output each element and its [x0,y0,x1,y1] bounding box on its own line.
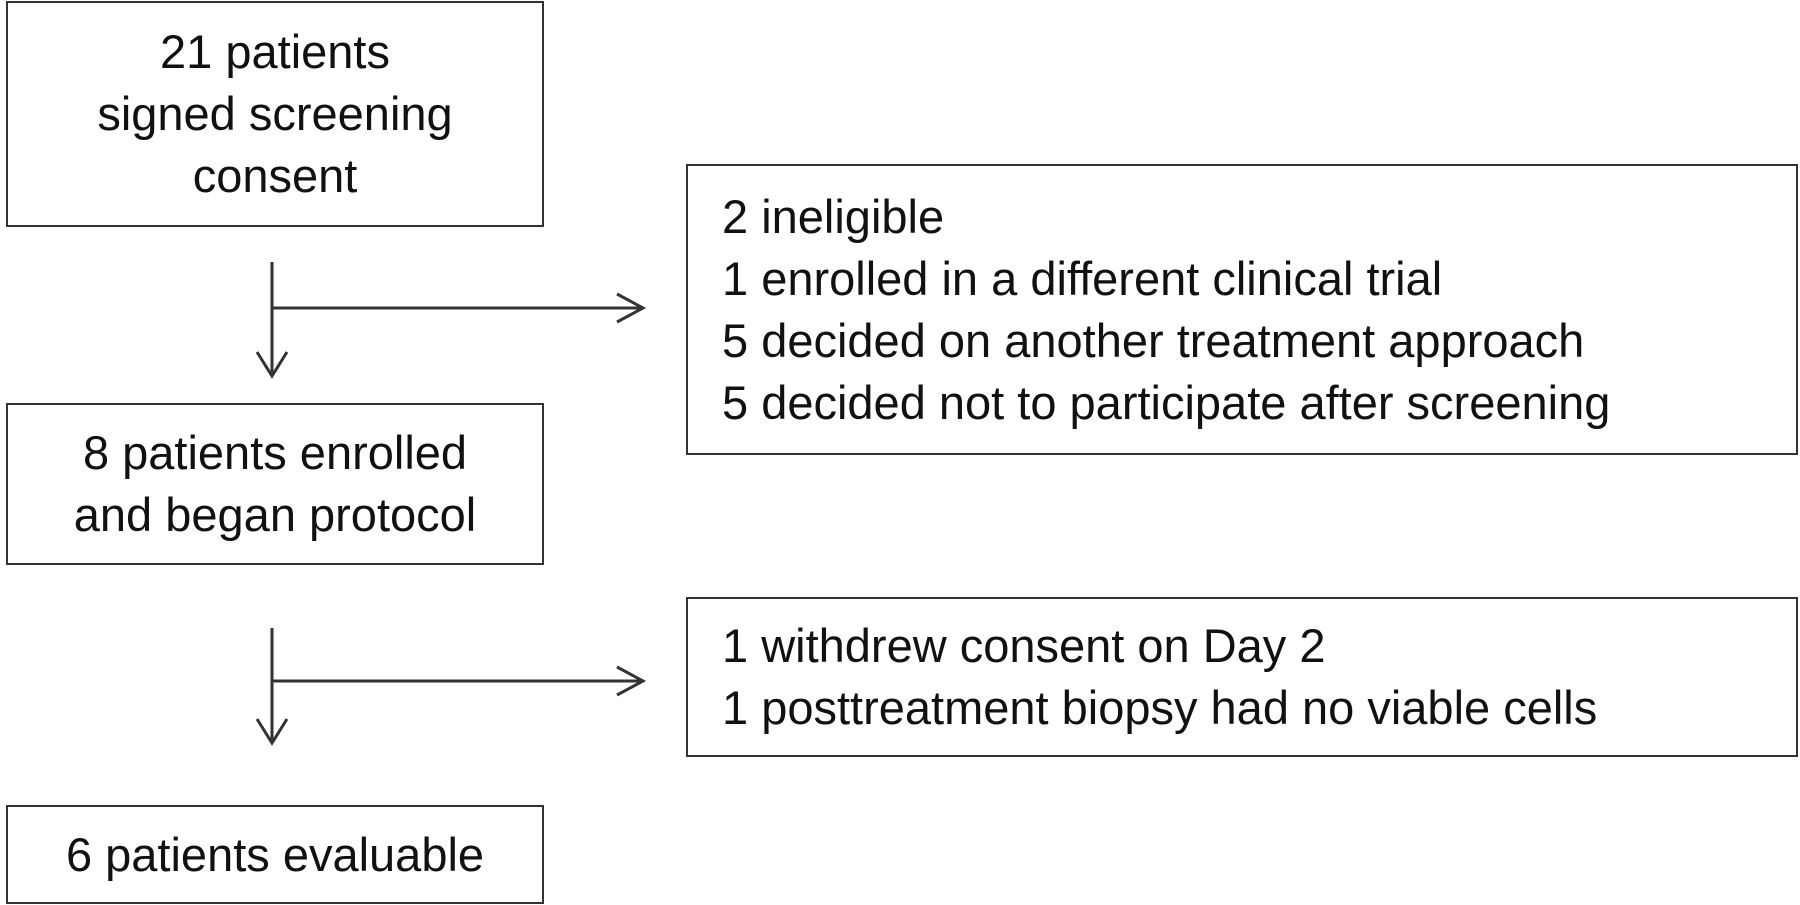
exclusion-declined: 5 decided not to participate after scree… [722,375,1611,429]
exclusion-other-treatment: 5 decided on another treatment approach [722,313,1585,367]
evaluable-box: 6 patients evaluable [6,805,544,904]
screening-line-3: consent [192,149,358,202]
exclusion-other-trial: 1 enrolled in a different clinical trial [722,251,1443,305]
down-arrow-1-head [255,351,289,379]
side-arrow-1-head [616,292,647,324]
exclusion-no-viable-cells: 1 posttreatment biopsy had no viable cel… [722,681,1598,734]
exclusion-withdrew-consent: 1 withdrew consent on Day 2 [722,619,1326,672]
screening-exclusions-box: 2 ineligible 1 enrolled in a different c… [686,164,1798,455]
enrolled-line-2: and began protocol [73,488,477,541]
exclusion-ineligible: 2 ineligible [722,189,945,243]
enrollment-exclusions-box: 1 withdrew consent on Day 2 1 posttreatm… [686,597,1798,757]
down-arrow-2-head [255,718,289,746]
enrolled-line-1: 8 patients enrolled [82,426,468,479]
enrolled-box: 8 patients enrolled and began protocol [6,403,544,565]
screening-line-1: 21 patients [160,25,390,78]
screening-line-2: signed screening [97,87,453,140]
evaluable-line-1: 6 patients evaluable [65,827,485,881]
side-arrow-2-head [616,665,647,697]
screening-consent-box: 21 patients signed screening consent [6,1,544,227]
